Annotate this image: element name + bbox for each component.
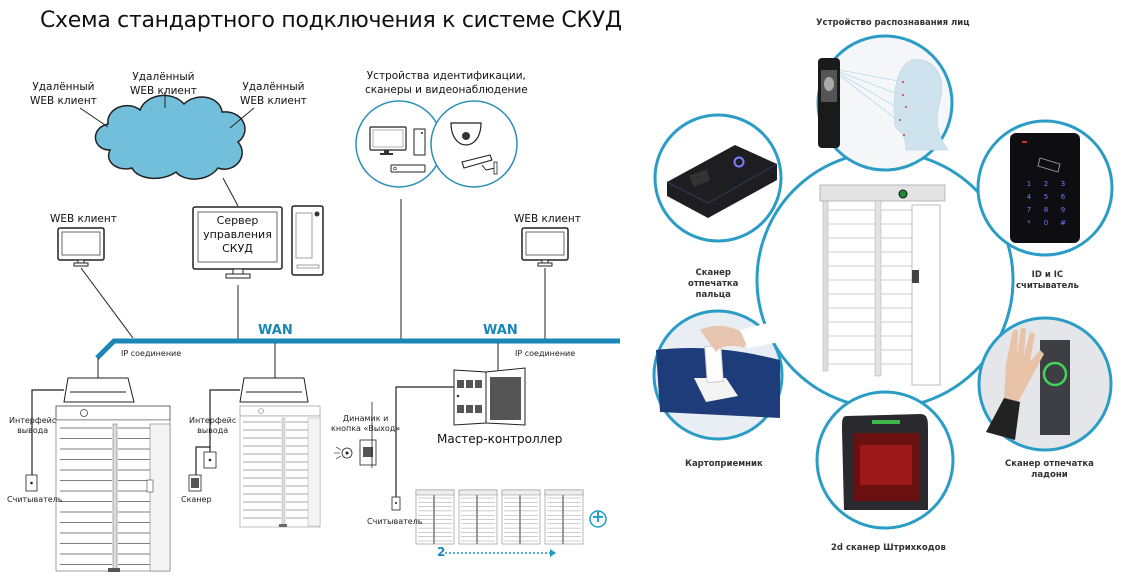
barcode-scanner-label: 2d сканер Штрихкодов [831,543,946,553]
devices-label: Устройства идентификации,сканеры и видео… [365,70,528,96]
wan-label-1: WAN [258,323,293,338]
mini-turnstile-icon [458,489,498,545]
scanner-icon [188,474,202,492]
plus-circle-icon[interactable] [589,510,607,528]
keypad-key: 3 [1061,180,1065,188]
devices-circle-right [430,100,518,188]
keypad-key: 2 [1044,180,1048,188]
mini-turnstile-icon [544,489,584,545]
keypad-key: 5 [1044,193,1048,201]
keypad-key: 1 [1027,180,1031,188]
card-reader-label: Картоприемник [685,459,763,469]
pc-tower-icon [291,205,324,276]
mini-turnstile-icon [501,489,541,545]
diagram-title: Схема стандартного подключения к системе… [40,8,622,33]
id-ic-reader-circle: 1 2 3 4 5 6 7 8 9 * 0 # [976,119,1114,257]
monitor-icon [57,227,105,267]
web-client-label-right: WEB клиент [514,213,581,225]
master-controller-label: Мастер-контроллер [437,432,563,446]
turnstile-count: 2 [437,545,446,559]
ip-connection-label-1: IP соединение [121,349,182,358]
keypad-key: # [1060,219,1066,227]
card-reader-circle [652,309,784,441]
turnstile-large [55,377,171,572]
scanner-label: Сканер [181,495,212,504]
mini-turnstile-icon [415,489,455,545]
turnstile-row [415,489,584,545]
reader-label-2: Считыватель [367,517,423,526]
keypad-key: 6 [1061,193,1066,201]
keypad-key: 8 [1044,206,1048,214]
keypad-key: 4 [1027,193,1032,201]
palm-scanner-circle [977,316,1113,452]
keypad-key: 7 [1027,206,1031,214]
web-client-label-left: WEB клиент [50,213,117,225]
devices-circle-left [355,100,443,188]
ip-connection-label-2: IP соединение [515,349,576,358]
keypad-key: 9 [1061,206,1065,214]
cloud-icon [94,94,246,180]
face-device-label: Устройство распознавания лиц [816,18,970,28]
barcode-scanner-circle [815,390,955,530]
fingerprint-scanner-circle [653,113,783,243]
wan-label-2: WAN [483,323,518,338]
wan-bus [95,338,620,360]
face-recognition-circle [816,34,954,172]
turnstile-medium [239,377,321,528]
server-monitor-icon [192,206,283,279]
keypad-key: 0 [1044,219,1048,227]
keypad-key: * [1027,219,1031,227]
reader-label: Считыватель [7,495,63,504]
monitor-icon-right [521,227,569,267]
master-controller-icon [453,367,526,426]
arrow-head-icon [550,549,556,557]
speaker-icon [334,446,353,460]
central-turnstile [819,184,946,386]
